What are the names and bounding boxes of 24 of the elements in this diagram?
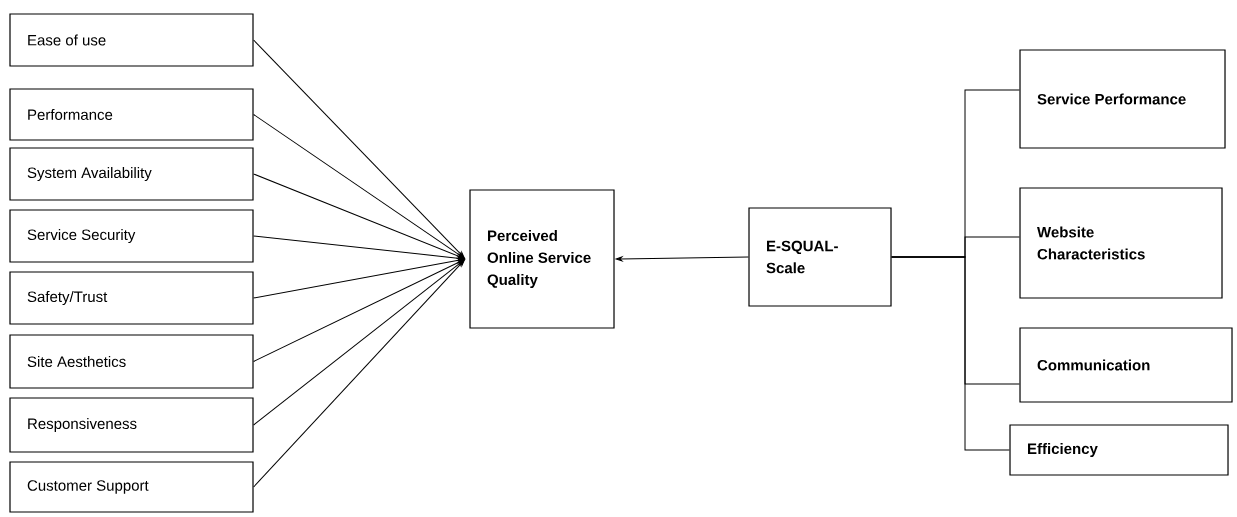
connector-line [253, 39, 465, 259]
concept-box: Site Aesthetics [9, 334, 254, 389]
concept-box: Performance [9, 88, 254, 141]
connector-line [253, 257, 465, 299]
concept-box: Efficiency [1009, 424, 1229, 476]
concept-box: System Availability [9, 147, 254, 201]
connector-line [253, 259, 465, 488]
concept-box: Ease of use [9, 13, 254, 67]
concept-box: Perceived Online Service Quality [469, 189, 615, 329]
concept-box: Service Performance [1019, 49, 1226, 149]
connector-line [615, 256, 749, 262]
concept-box: E-SQUAL-Scale [748, 207, 892, 307]
concept-box: Website Characteristics [1019, 187, 1223, 299]
connector-line [253, 235, 465, 261]
connector-line [253, 173, 465, 259]
connector-line [253, 114, 465, 259]
concept-box: Customer Support [9, 461, 254, 513]
concept-box: Service Security [9, 209, 254, 263]
connector-line [253, 259, 465, 426]
connector-line [253, 259, 465, 362]
concept-box: Responsiveness [9, 397, 254, 453]
connector-line [891, 256, 1010, 451]
concept-box: Communication [1019, 327, 1233, 403]
concept-box: Safety/Trust [9, 271, 254, 325]
